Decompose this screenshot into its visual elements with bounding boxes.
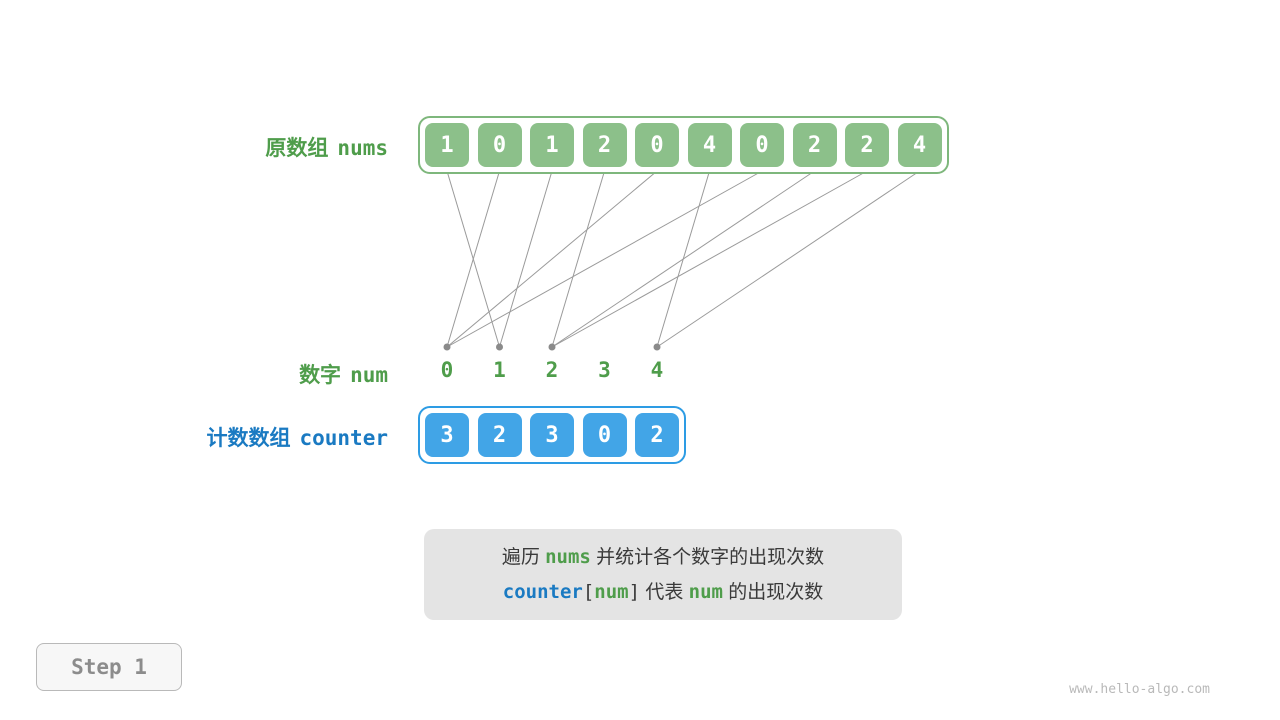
nums-array-label: 原数组 nums	[265, 132, 388, 162]
caption-segment: num	[594, 581, 629, 603]
counter-cell: 2	[635, 413, 679, 457]
caption-segment: [	[582, 581, 595, 603]
mapping-dot	[496, 343, 503, 351]
nums-cell: 0	[740, 123, 784, 167]
mapping-dot	[443, 343, 451, 351]
watermark: www.hello-algo.com	[1069, 682, 1210, 697]
mapping-dot	[653, 343, 661, 351]
nums-cell: 0	[477, 123, 522, 167]
mapping-line	[446, 170, 500, 348]
num-axis-label-code: num	[350, 363, 388, 387]
counter-array-label: 计数数组 counter	[206, 422, 388, 452]
mapping-line	[446, 170, 500, 348]
mapping-line	[446, 170, 763, 348]
counter-cell: 3	[530, 413, 574, 457]
nums-cell: 4	[687, 123, 732, 167]
nums-cell: 0	[635, 123, 679, 167]
num-axis-label: 数字 num	[299, 359, 388, 389]
nums-cell: 1	[530, 123, 574, 167]
counter-cell: 3	[425, 413, 469, 457]
caption-segment: 并统计各个数字的出现次数	[590, 547, 825, 568]
counter-array-label-code: counter	[299, 426, 388, 450]
mapping-line	[551, 170, 815, 348]
step-badge: Step 1	[36, 643, 182, 691]
nums-array-label-zh: 原数组	[265, 137, 329, 160]
mapping-dot	[548, 343, 556, 351]
mapping-line	[499, 170, 553, 348]
caption-segment: nums	[545, 546, 591, 568]
caption-segment: ]	[628, 581, 641, 603]
counter-array-label-zh: 计数数组	[206, 427, 291, 450]
mapping-line	[551, 170, 605, 348]
mapping-line	[446, 170, 658, 348]
nums-cell: 2	[582, 123, 627, 167]
mapping-line	[656, 170, 710, 348]
num-axis-value: 2	[545, 358, 559, 382]
nums-cell: 2	[845, 123, 889, 167]
caption-segment: 代表	[640, 582, 689, 603]
caption-box: 遍历 nums 并统计各个数字的出现次数 counter[num] 代表 num…	[424, 529, 902, 620]
caption-segment: 遍历	[501, 547, 546, 568]
num-axis-value: 3	[598, 358, 611, 382]
mapping-line	[656, 170, 920, 348]
caption-segment: 的出现次数	[722, 582, 824, 603]
mapping-line	[551, 170, 868, 348]
counter-cell: 0	[582, 413, 627, 457]
counter-cell: 2	[477, 413, 522, 457]
num-axis-row: 0 1 2 3 4	[0, 358, 1280, 384]
caption-segment: num	[688, 581, 723, 603]
caption-line-2: counter[num] 代表 num 的出现次数	[424, 575, 902, 610]
step-badge-label: Step 1	[71, 655, 147, 679]
nums-cell: 4	[897, 123, 942, 167]
num-axis-value: 0	[440, 358, 454, 382]
nums-array-label-code: nums	[337, 136, 388, 160]
nums-cell: 2	[792, 123, 837, 167]
num-axis-value: 1	[493, 358, 506, 382]
caption-segment: counter	[502, 581, 583, 603]
num-axis-value: 4	[650, 358, 664, 382]
nums-cell: 1	[425, 123, 469, 167]
caption-line-1: 遍历 nums 并统计各个数字的出现次数	[424, 540, 902, 575]
num-axis-label-zh: 数字	[299, 364, 342, 387]
